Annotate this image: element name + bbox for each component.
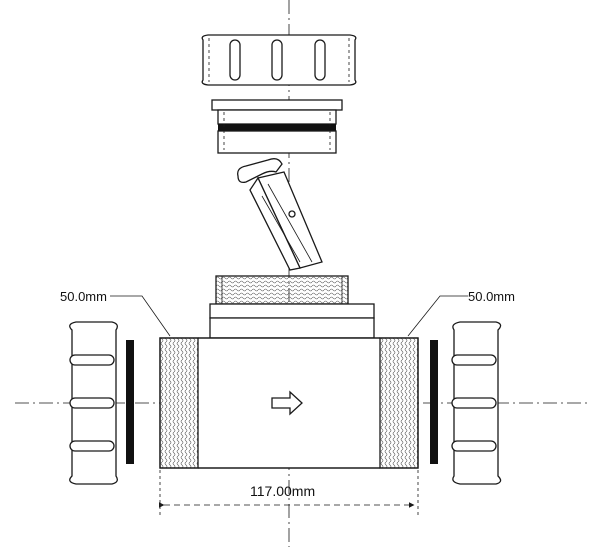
left-thread-label: 50.0mm — [60, 289, 107, 304]
left-seal — [126, 340, 134, 464]
left-cap-nut — [69, 321, 118, 485]
top-insert-with-seal — [211, 99, 343, 154]
right-thread-label: 50.0mm — [468, 289, 515, 304]
top-cap-nut — [201, 34, 357, 86]
valve-body — [159, 275, 419, 469]
right-seal — [430, 340, 438, 464]
body-length-dimension — [158, 470, 419, 515]
left-thread-leader — [110, 295, 171, 337]
right-thread-leader — [407, 295, 468, 337]
body-length-label: 117.00mm — [250, 483, 315, 499]
right-cap-nut — [451, 321, 502, 485]
valve-flap — [237, 158, 323, 271]
